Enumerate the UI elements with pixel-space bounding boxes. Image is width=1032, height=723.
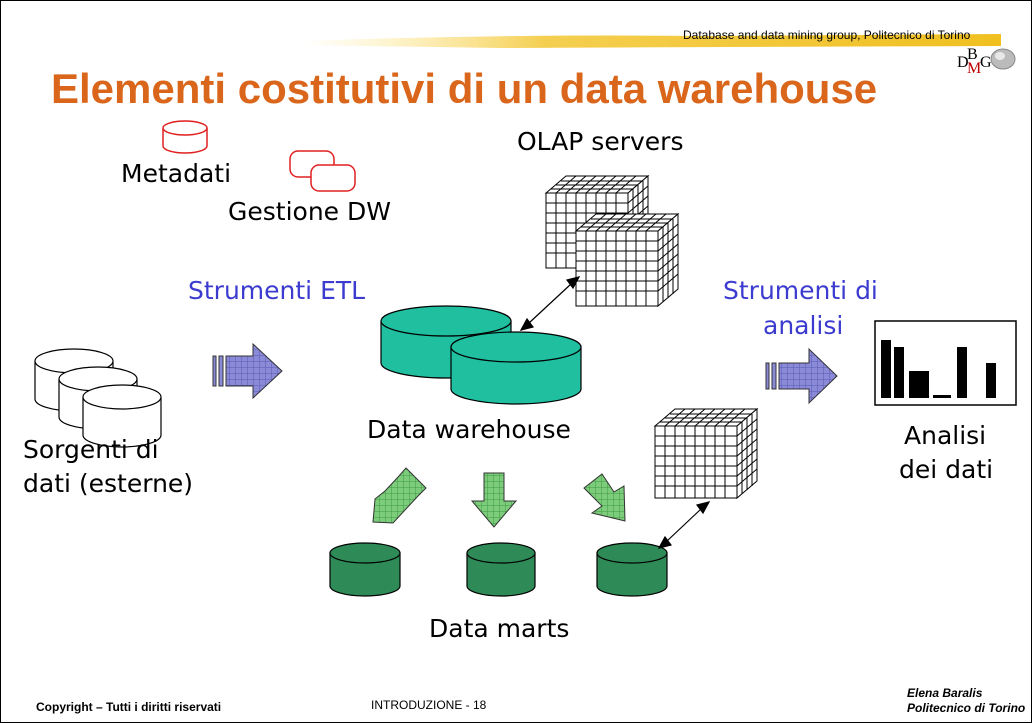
datamart-arrow-icon [583,473,626,522]
data-warehouse-icon [380,305,582,405]
strumenti-analisi-label-line2: analisi [763,311,844,340]
header-brush-stroke [301,34,1001,48]
sorgenti-label-line1: Sorgenti di [23,435,159,464]
strumenti-analisi-label-line1: Strumenti di [723,276,878,305]
slide-title: Elementi costitutivi di un data warehous… [51,65,878,112]
dbmg-logo: D B M G [957,46,1016,77]
datamart-arrow-icon [470,472,518,528]
metadati-icon [162,120,208,154]
data-marts-label: Data marts [429,614,570,643]
olap-connection-arrow [519,276,581,331]
logo-letter-g: G [980,54,992,71]
gestione-dw-icon [289,150,356,192]
data-mart-icon [596,542,668,597]
logo-letter-b: B [967,46,978,63]
datamart-cube-connection-arrow [657,501,711,549]
datamart-arrow-icon [372,467,427,524]
footer-copyright: Copyright – Tutti i diritti riservati [36,700,222,714]
analisi-label-line2: dei dati [899,455,994,484]
footer-institution: Politecnico di Torino [907,701,1026,715]
etl-arrow-icon [212,342,283,400]
olap-servers-label: OLAP servers [517,127,684,156]
analisi-label-line1: Analisi [904,421,987,450]
sorgenti-label-line2: dati (esterne) [23,469,194,498]
footer-author: Elena Baralis [907,686,983,700]
source-databases-icon [34,348,162,448]
gestione-dw-label: Gestione DW [228,197,391,226]
data-mart-icon [466,542,536,597]
analysis-bar-chart-icon [874,320,1017,406]
data-mart-icon [329,542,401,597]
group-header-text: Database and data mining group, Politecn… [683,28,971,42]
logo-letter-d: D [957,54,969,71]
data-warehouse-label: Data warehouse [367,415,571,444]
olap-cube-icon [653,407,759,500]
metadati-label: Metadati [121,159,232,188]
footer-page-number: INTRODUZIONE - 18 [371,698,487,712]
strumenti-etl-label: Strumenti ETL [188,276,366,305]
olap-cube-icon [574,212,680,308]
logo-letter-m: M [967,60,981,77]
analysis-arrow-icon [765,347,838,405]
